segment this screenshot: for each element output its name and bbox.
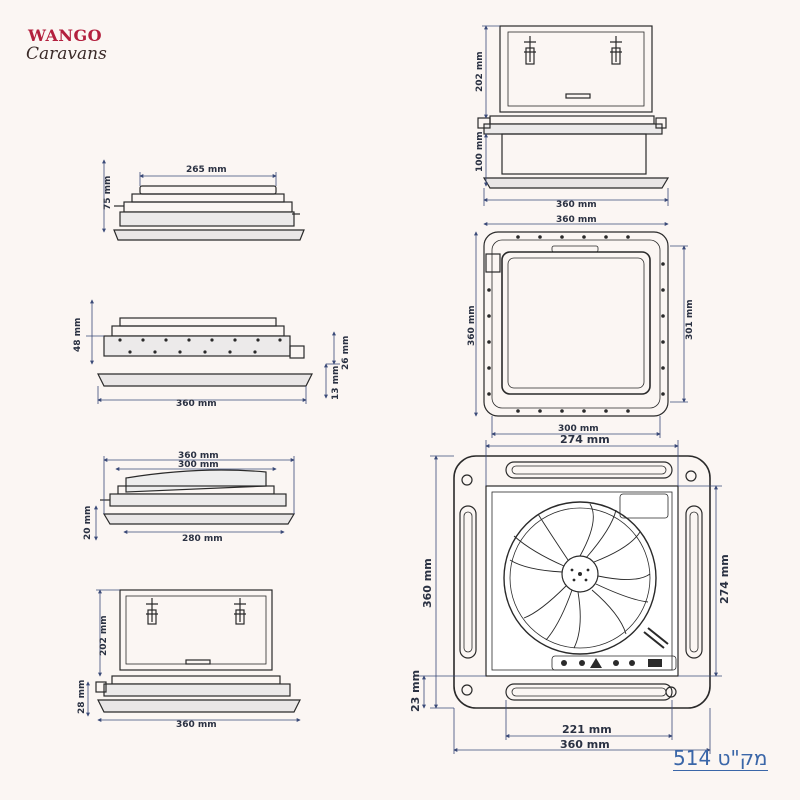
view2-rivets bbox=[118, 338, 282, 354]
label-202mm-view5: 202 mm bbox=[475, 51, 485, 92]
label-265mm: 265 mm bbox=[186, 165, 227, 175]
label-48mm: 48 mm bbox=[73, 318, 83, 352]
label-23mm: 23 mm bbox=[409, 670, 422, 712]
bottom-view-fan bbox=[453, 455, 711, 709]
side-view-closed bbox=[113, 185, 305, 241]
control-panel-icons bbox=[561, 658, 662, 668]
dim-265-view1 bbox=[102, 159, 277, 233]
label-360mm-view4: 360 mm bbox=[176, 720, 217, 730]
label-300mm-view6: 300 mm bbox=[558, 424, 599, 434]
label-13mm: 13 mm bbox=[331, 366, 341, 400]
dim-view3 bbox=[94, 456, 295, 541]
label-300mm-view3: 300 mm bbox=[178, 460, 219, 470]
label-360mm-view3: 360 mm bbox=[178, 451, 219, 461]
label-360mm-view6-top: 360 mm bbox=[556, 215, 597, 225]
dim-view6 bbox=[474, 222, 688, 438]
label-360mm-view7-left: 360 mm bbox=[421, 558, 434, 608]
front-view-low bbox=[100, 469, 296, 525]
dim-view5 bbox=[482, 25, 669, 206]
side-view-open bbox=[95, 589, 301, 713]
label-221mm: 221 mm bbox=[562, 723, 612, 736]
label-274mm-right: 274 mm bbox=[718, 554, 731, 604]
label-20mm: 20 mm bbox=[83, 506, 93, 540]
brand-subtitle: Caravans bbox=[26, 44, 107, 64]
label-100mm: 100 mm bbox=[475, 131, 485, 172]
dim-view7 bbox=[418, 440, 722, 754]
label-26mm: 26 mm bbox=[341, 336, 351, 370]
brand-logo: WANGO Caravans bbox=[24, 20, 134, 68]
label-28mm: 28 mm bbox=[77, 680, 87, 714]
label-75mm: 75 mm bbox=[103, 176, 113, 210]
side-view-48mm bbox=[97, 317, 313, 387]
top-view-screws bbox=[487, 235, 665, 413]
label-280mm: 280 mm bbox=[182, 534, 223, 544]
top-view-frame bbox=[483, 231, 669, 417]
label-360mm-view5: 360 mm bbox=[556, 200, 597, 210]
side-view-open-right bbox=[477, 25, 670, 189]
dim-view4 bbox=[86, 589, 301, 722]
brand-name: WANGO bbox=[28, 26, 103, 45]
label-301mm: 301 mm bbox=[685, 299, 695, 340]
label-360mm-view7-bottom: 360 mm bbox=[560, 738, 610, 751]
product-code-link[interactable]: מק"ט 514 bbox=[673, 746, 768, 771]
dim-view2 bbox=[86, 299, 340, 404]
label-360mm-view2: 360 mm bbox=[176, 399, 217, 409]
fan-hub-dots bbox=[570, 568, 590, 582]
fan-blades bbox=[509, 503, 651, 649]
label-360mm-view6-left: 360 mm bbox=[467, 305, 477, 346]
label-202mm-view4: 202 mm bbox=[99, 615, 109, 656]
label-274mm-top: 274 mm bbox=[560, 433, 610, 446]
